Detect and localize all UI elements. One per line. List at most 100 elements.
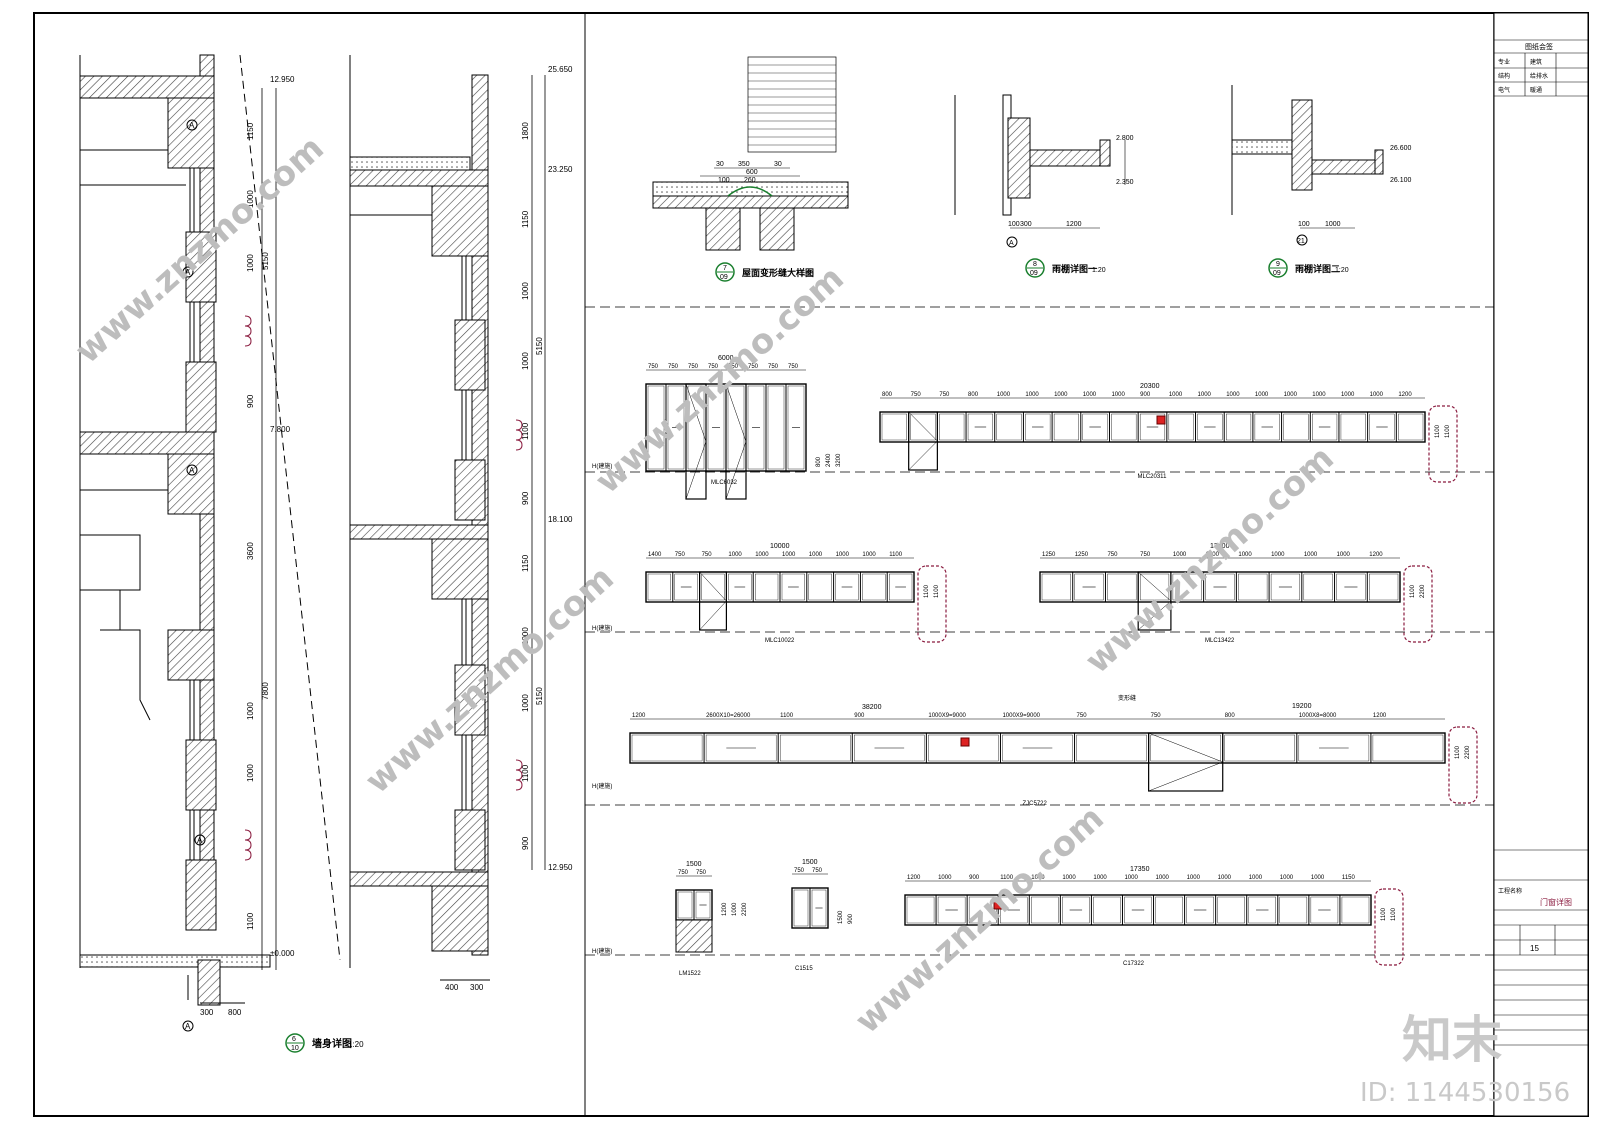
base-dim-2: 800 [228, 1008, 242, 1017]
row2a-pane [755, 573, 779, 601]
row1a-pane [747, 385, 765, 470]
row2b-pane [1369, 573, 1399, 601]
row2a-seg-1: 750 [675, 552, 686, 558]
row4c-seg-3: 1100 [1000, 875, 1014, 881]
dim-left-4: 900 [246, 394, 255, 408]
row1a-pane [687, 385, 705, 470]
row3-door [1148, 732, 1224, 792]
row2a-seg-8: 1000 [862, 552, 876, 558]
row4c-seg-7: 1000 [1124, 875, 1138, 881]
tb-sheet-number: 15 [1530, 944, 1539, 953]
row2b-pane [1172, 573, 1202, 601]
row3-joint: 变形缝 [1118, 694, 1136, 702]
dim-right-11: 900 [521, 836, 530, 850]
row4c-seg-1: 1000 [938, 875, 952, 881]
row1b-seg-6: 1000 [1054, 392, 1068, 398]
dim-left-3: 1000 [246, 254, 255, 272]
row2b-pane [1303, 573, 1333, 601]
row2b-door-swing [1138, 571, 1172, 631]
row4a-seg-0: 750 [678, 870, 689, 876]
row1b-pane [1053, 413, 1079, 441]
row4c-pane [1000, 896, 1028, 924]
row4a-pane [695, 891, 711, 919]
row2a-revision-cloud [917, 565, 947, 643]
d7-dim-4: 600 [746, 169, 758, 176]
row3-pane [1150, 734, 1221, 762]
row2b-seg-1: 1250 [1075, 552, 1089, 558]
wall-section-scale: 1:20 [348, 1040, 364, 1049]
detail-7-labels: 30 350 30 600 260 100 7 09 屋面变形缝大样图 1:10 [715, 161, 814, 282]
d9-dim-1: 100 [1298, 221, 1310, 228]
row2b-total: 13400 [1210, 543, 1230, 550]
row2a-seg-0: 1400 [648, 552, 662, 558]
d8-dim-3: 1200 [1066, 221, 1082, 228]
row2b-seg-4: 1000 [1173, 552, 1187, 558]
row3-pane [1298, 734, 1370, 762]
band-separators [585, 306, 1494, 956]
row3-frame [629, 732, 1446, 764]
dim-right-8: 1000 [521, 627, 530, 645]
d9-dim-2: 1000 [1325, 221, 1341, 228]
row4c-pane [1248, 896, 1276, 924]
row3-revision-cloud [1448, 726, 1478, 804]
row2b-revision-cloud [1403, 565, 1433, 643]
row2a-seg-7: 1000 [836, 552, 850, 558]
detail-8-labels: 100 300 1200 2.800 2.350 A 8 09 雨棚详图一 1:… [1008, 135, 1134, 278]
row1b-height-0: 1100 [1435, 424, 1441, 438]
base-dim-right-2: 300 [470, 983, 484, 992]
row1b-seg-14: 1000 [1284, 392, 1298, 398]
wall-section-title: 6 10 墙身详图 1:20 [285, 1033, 364, 1053]
row3-pane [1076, 734, 1147, 762]
row2b-pane [1139, 573, 1170, 601]
d8-elev-1: 2.800 [1116, 135, 1134, 142]
row2b-label: MLC13422 [1205, 638, 1235, 644]
row1a-pane [707, 385, 725, 470]
row4c-seg-9: 1000 [1187, 875, 1201, 881]
row1b-pane [1111, 413, 1137, 441]
row2a-seg-5: 1000 [782, 552, 796, 558]
row3-seg-2: 1100 [780, 713, 794, 719]
dim-right-3: 1000 [521, 282, 530, 300]
row1b-pane [1369, 413, 1395, 441]
dim-right-4: 1000 [521, 352, 530, 370]
row4c-pane [937, 896, 966, 924]
row1b-seg-5: 1000 [1025, 392, 1039, 398]
row2a-seg-3: 1000 [728, 552, 742, 558]
d7-circle-den: 09 [720, 274, 728, 281]
row4c-seg-14: 1150 [1342, 875, 1356, 881]
wall-section-left [79, 54, 341, 1006]
row1b-seg-9: 900 [1140, 392, 1151, 398]
row3-total-2: 19200 [1292, 703, 1312, 710]
wall-title-circle-den: 10 [291, 1045, 299, 1052]
row1a-seg-3: 750 [708, 364, 719, 370]
row1b-seg-4: 1000 [997, 392, 1011, 398]
wall-section-right-labels: 25.650 23.250 18.100 12.950 1800 1150 10… [445, 65, 573, 992]
row2b-seg-7: 1000 [1271, 552, 1285, 558]
row2b-seg-2: 750 [1107, 552, 1118, 558]
detail-9-labels: 100 1000 26.600 26.100 21 9 09 雨棚详图二 1:2… [1268, 145, 1412, 278]
row1a-height-0: 800 [816, 456, 822, 467]
row1a-seg-1: 750 [668, 364, 679, 370]
row2b-seg-5: 1000 [1206, 552, 1220, 558]
row2a-pane [647, 573, 671, 601]
title-block-header: 图纸会签 [1525, 42, 1553, 51]
row2a-pane [862, 573, 886, 601]
row1a-pane [787, 385, 805, 470]
row1b-pane [967, 413, 993, 441]
row1b-seg-16: 1000 [1341, 392, 1355, 398]
row4c-seg-10: 1000 [1218, 875, 1232, 881]
row4b-total: 1500 [802, 859, 818, 866]
row4c-pane [1310, 896, 1339, 924]
d8-elev-2: 2.350 [1116, 179, 1134, 186]
row3-seg-0: 1200 [632, 713, 646, 719]
row2b-pane [1041, 573, 1071, 601]
row3-seg-6: 750 [1077, 713, 1088, 719]
dim-total-3: 5150 [535, 337, 544, 355]
row1a-door [685, 383, 707, 500]
row1b-pane [1254, 413, 1280, 441]
wall-section-title-text: 墙身详图 [312, 1037, 352, 1050]
row1b-pane [881, 413, 907, 441]
row3-pane [1372, 734, 1444, 762]
row2a-pane [781, 573, 805, 601]
